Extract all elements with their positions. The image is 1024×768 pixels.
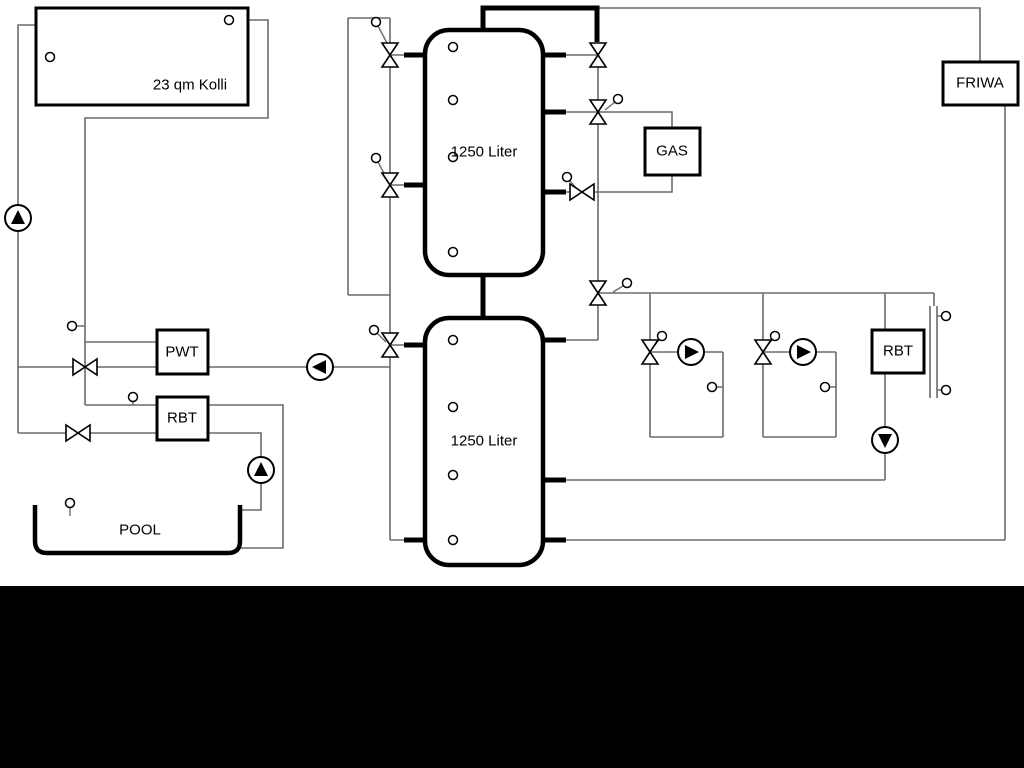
rbt-right-bottom-sensor-icon: [940, 384, 952, 396]
heating-circuit-1-pump-icon: [677, 338, 705, 366]
rbt-right-box: [870, 328, 926, 375]
tank-top-label: 1250 Liter: [451, 144, 518, 161]
buffer-tank-top: [422, 27, 546, 278]
rbt-left-label: RBT: [167, 410, 197, 427]
letterbox-bottom: [0, 586, 1024, 768]
valve-sensor-1-icon: [370, 16, 382, 28]
labels: 23 qm Kolli 1250 Liter 1250 Liter PWT RB…: [119, 75, 1004, 539]
pwt-box: [155, 328, 210, 376]
tank-stubs: [404, 52, 566, 543]
tank-top-sensor-1-icon: [447, 41, 459, 53]
friwa-label: FRIWA: [956, 75, 1004, 92]
valve-sensor-3-icon: [368, 324, 380, 336]
rbt-right-label: RBT: [883, 343, 913, 360]
solar-left-pipes: [17, 19, 269, 434]
rbt-left-box: [155, 395, 210, 442]
buffer-left-pipes: [208, 17, 406, 549]
rbt-return-pump-icon: [871, 426, 899, 454]
pool-label: POOL: [119, 522, 161, 539]
collector-label: 23 qm Kolli: [153, 77, 227, 94]
valve-sensor-2-icon: [370, 152, 382, 164]
gas-box: [643, 126, 702, 177]
gas-valve-sensor-icon: [612, 93, 624, 105]
rbt-inlet-sensor-icon: [127, 391, 139, 403]
heating-circuit-2-pump-icon: [789, 338, 817, 366]
circuit-2-valve-sensor-icon: [769, 330, 781, 342]
gas-friwa-pipes: [566, 7, 1006, 541]
tank-bottom-sensor-2-icon: [447, 401, 459, 413]
pwt-inlet-sensor-icon: [66, 320, 78, 332]
collector-top-sensor-icon: [223, 14, 235, 26]
pwt-label: PWT: [165, 344, 198, 361]
tank-top-header-pipe: [480, 5, 600, 42]
friwa-box: [941, 60, 1020, 107]
pool-pump-icon: [247, 456, 275, 484]
main-pipes: [404, 5, 600, 543]
rbt-right-top-sensor-icon: [940, 310, 952, 322]
circuit-1-return-sensor-icon: [706, 381, 718, 393]
tank-bottom-sensor-4-icon: [447, 534, 459, 546]
gas-label: GAS: [656, 143, 688, 160]
circuit-2-return-sensor-icon: [819, 381, 831, 393]
pool-sensor-icon: [64, 497, 76, 509]
tank-top-sensor-2-icon: [447, 94, 459, 106]
buffer-tank-bottom: [422, 315, 546, 568]
tank-top-sensor-4-icon: [447, 246, 459, 258]
pool-basin: [32, 505, 243, 556]
tank-bottom-sensor-1-icon: [447, 334, 459, 346]
tank-bottom-sensor-3-icon: [447, 469, 459, 481]
solar-pump-icon: [4, 204, 32, 232]
circuit-1-valve-sensor-icon: [656, 330, 668, 342]
tank-bottom-label: 1250 Liter: [451, 433, 518, 450]
gas-return-sensor-icon: [561, 171, 573, 183]
distribution-sensor-icon: [621, 277, 633, 289]
buffer-charge-pump-icon: [306, 353, 334, 381]
collector-side-sensor-icon: [44, 51, 56, 63]
collector-box: [34, 6, 250, 107]
